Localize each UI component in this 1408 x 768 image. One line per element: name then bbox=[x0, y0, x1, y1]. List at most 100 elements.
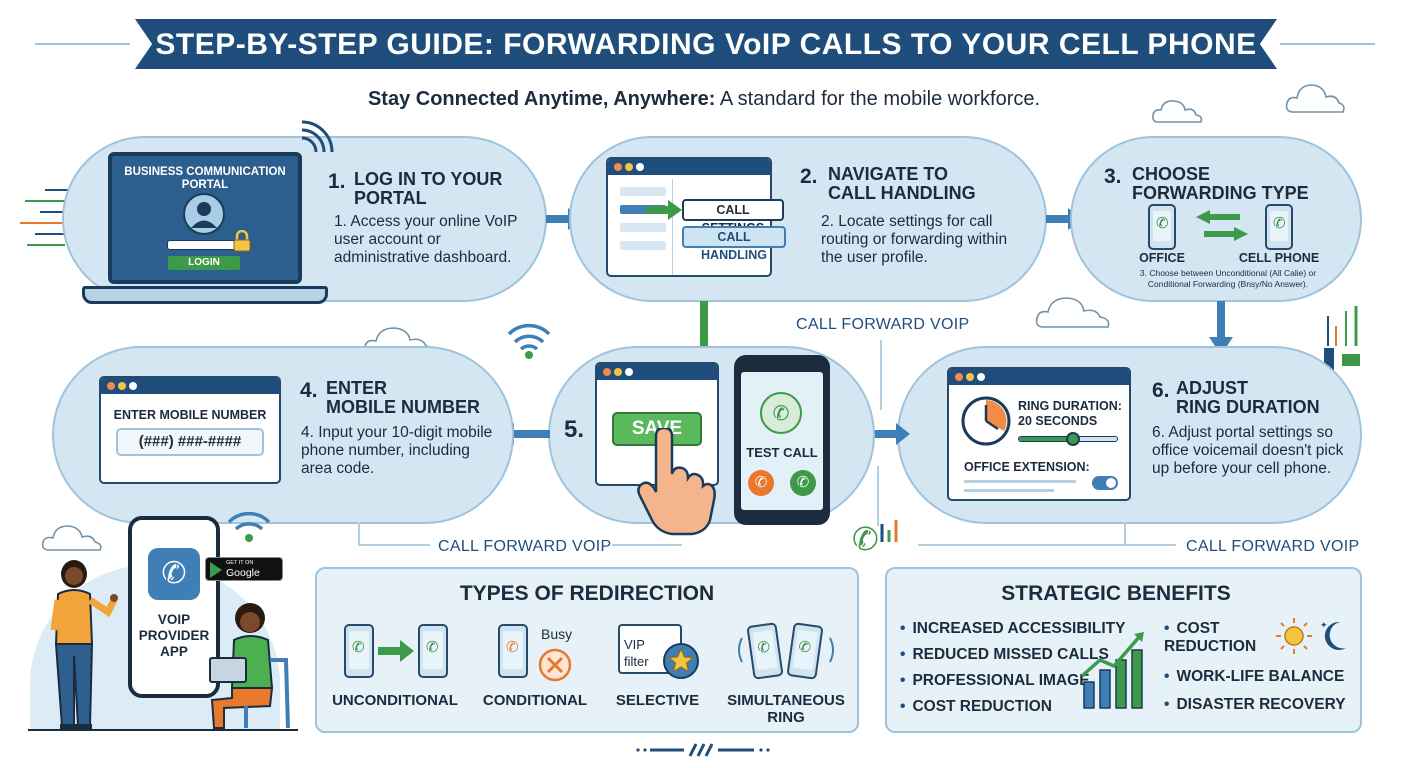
step-4-number: 4. bbox=[300, 379, 318, 402]
arrow-right-icon bbox=[858, 423, 910, 445]
connector-line bbox=[1124, 522, 1126, 544]
step-1-title: LOG IN TO YOUR PORTAL bbox=[354, 169, 503, 208]
benefit-item: COST REDUCTION bbox=[1164, 620, 1256, 656]
accept-call-button[interactable]: ✆ bbox=[790, 470, 816, 496]
phone-call-icon: ✆ bbox=[760, 392, 802, 434]
menu-call-handling[interactable]: CALL HANDLING bbox=[682, 226, 786, 262]
step-6-title: ADJUST RING DURATION bbox=[1176, 378, 1320, 417]
vip-filter-note: VIP filter bbox=[624, 637, 649, 669]
step-2-description: 2. Locate settings for call routing or f… bbox=[821, 213, 1008, 266]
ground-line bbox=[28, 729, 298, 731]
busy-cross-icon bbox=[538, 648, 572, 682]
connector-line bbox=[880, 340, 882, 410]
clock-icon bbox=[961, 396, 1011, 446]
step-2-number: 2. bbox=[800, 165, 818, 188]
benefits-title: STRATEGIC BENEFITS bbox=[1001, 582, 1231, 605]
ring-duration-fill bbox=[1019, 437, 1073, 441]
page-title: STEP-BY-STEP GUIDE: FORWARDING VoIP CALL… bbox=[155, 28, 1257, 61]
wifi-icon bbox=[507, 323, 551, 359]
footer-ornament bbox=[636, 743, 770, 757]
sitting-person-illustration bbox=[209, 603, 290, 729]
cloud-icon bbox=[1285, 84, 1345, 113]
decline-call-button[interactable]: ✆ bbox=[748, 470, 774, 496]
avatar-icon bbox=[183, 193, 225, 235]
call-forward-icon: ✆ bbox=[852, 520, 898, 558]
lock-icon bbox=[233, 230, 251, 252]
ring-duration-slider[interactable] bbox=[1018, 432, 1118, 446]
cell-phone-label: CELL PHONE bbox=[1238, 251, 1320, 265]
app-phone bbox=[128, 516, 220, 698]
arrow-right-icon bbox=[646, 200, 682, 220]
step-3-description: 3. Choose between Unconditional (All Cal… bbox=[1139, 268, 1317, 289]
forward-arrow-icon bbox=[378, 640, 414, 662]
type-selective-label: SELECTIVE bbox=[615, 692, 700, 709]
busy-note: Busy bbox=[541, 626, 573, 642]
connector-label-mid-right: CALL FORWARD VOIP bbox=[1186, 538, 1360, 555]
mobile-number-input[interactable]: (###) ###-#### bbox=[116, 428, 264, 456]
test-call-label: TEST CALL bbox=[746, 445, 818, 460]
connector-line bbox=[700, 301, 708, 347]
google-play-badge[interactable]: GET IT ON Google Play bbox=[205, 557, 283, 591]
ring-duration-knob[interactable] bbox=[1065, 432, 1080, 446]
connector-line bbox=[877, 466, 879, 526]
step-3-title: CHOOSE FORWARDING TYPE bbox=[1132, 164, 1309, 203]
step-6-number: 6. bbox=[1152, 379, 1170, 402]
store-label: Google Play bbox=[226, 567, 260, 591]
redirection-title: TYPES OF REDIRECTION bbox=[459, 582, 715, 605]
connector-label-mid-left: CALL FORWARD VOIP bbox=[438, 538, 612, 555]
title-rule-right bbox=[1280, 43, 1375, 45]
step-5-number: 5. bbox=[564, 416, 585, 443]
sun-moon-icon: ✦ bbox=[1276, 618, 1346, 654]
office-phone-icon: ✆ bbox=[1148, 204, 1176, 250]
office-extension-label: OFFICE EXTENSION: bbox=[964, 460, 1090, 474]
cloud-icon bbox=[1035, 297, 1110, 328]
step-1-number: 1. bbox=[328, 170, 346, 193]
type-unconditional-label: UNCONDITIONAL bbox=[332, 692, 458, 709]
title-banner bbox=[135, 19, 1277, 69]
step-3-number: 3. bbox=[1104, 165, 1122, 188]
menu-call-settings[interactable]: CALL SETTINGS bbox=[682, 199, 784, 235]
ring-duration-label: RING DURATION: bbox=[1018, 399, 1122, 413]
store-small-label: GET IT ON bbox=[226, 560, 254, 566]
office-label: OFFICE bbox=[1139, 251, 1185, 265]
step-2-title: NAVIGATE TO CALL HANDLING bbox=[828, 164, 976, 203]
cloud-icon bbox=[1152, 100, 1203, 123]
ringing-waves-icon bbox=[738, 637, 834, 663]
source-phone-icon: ✆ bbox=[344, 624, 374, 678]
connector-label-top: CALL FORWARD VOIP bbox=[796, 316, 970, 333]
subtitle-rest: A standard for the mobile workforce. bbox=[715, 88, 1041, 110]
extension-line bbox=[964, 480, 1076, 483]
svg-text:✆: ✆ bbox=[773, 401, 790, 425]
step-4-title: ENTER MOBILE NUMBER bbox=[326, 378, 480, 417]
connector-line bbox=[358, 522, 360, 544]
benefit-item: DISASTER RECOVERY bbox=[1164, 696, 1345, 714]
laptop-base bbox=[82, 286, 328, 304]
mobile-number-label: ENTER MOBILE NUMBER bbox=[113, 408, 267, 422]
voip-app-icon[interactable]: ✆ bbox=[148, 548, 200, 600]
step-4-description: 4. Input your 10-digit mobile phone numb… bbox=[301, 424, 493, 477]
step-1-description: 1. Access your online VoIP user account … bbox=[334, 213, 518, 266]
title-rule-left bbox=[35, 43, 130, 45]
app-name: VOIP PROVIDER APP bbox=[138, 612, 210, 659]
connector-line bbox=[612, 544, 682, 546]
svg-text:✦: ✦ bbox=[1320, 621, 1328, 631]
wifi-icon bbox=[227, 511, 271, 542]
busy-phone-icon: ✆ bbox=[498, 624, 528, 678]
signal-bars-icon bbox=[1324, 306, 1360, 376]
svg-text:✆: ✆ bbox=[852, 520, 879, 558]
office-extension-toggle[interactable] bbox=[1092, 476, 1118, 490]
benefit-item: INCREASED ACCESSIBILITY bbox=[900, 620, 1125, 638]
login-username-field[interactable] bbox=[167, 240, 237, 250]
login-button[interactable]: LOGIN bbox=[168, 256, 240, 270]
subtitle-bold: Stay Connected Anytime, Anywhere: bbox=[367, 88, 716, 110]
connector-line bbox=[358, 544, 430, 546]
star-icon bbox=[663, 643, 699, 679]
cell-phone-icon: ✆ bbox=[1265, 204, 1293, 250]
step-6-description: 6. Adjust portal settings so office voic… bbox=[1152, 424, 1344, 477]
type-simultaneous-label: SIMULTANEOUS RING bbox=[727, 692, 845, 726]
standing-person-illustration bbox=[50, 560, 118, 730]
benefit-item: WORK-LIFE BALANCE bbox=[1164, 668, 1344, 686]
benefit-item: PROFESSIONAL IMAGE bbox=[900, 672, 1089, 690]
target-phone-icon: ✆ bbox=[418, 624, 448, 678]
play-icon bbox=[210, 562, 222, 578]
